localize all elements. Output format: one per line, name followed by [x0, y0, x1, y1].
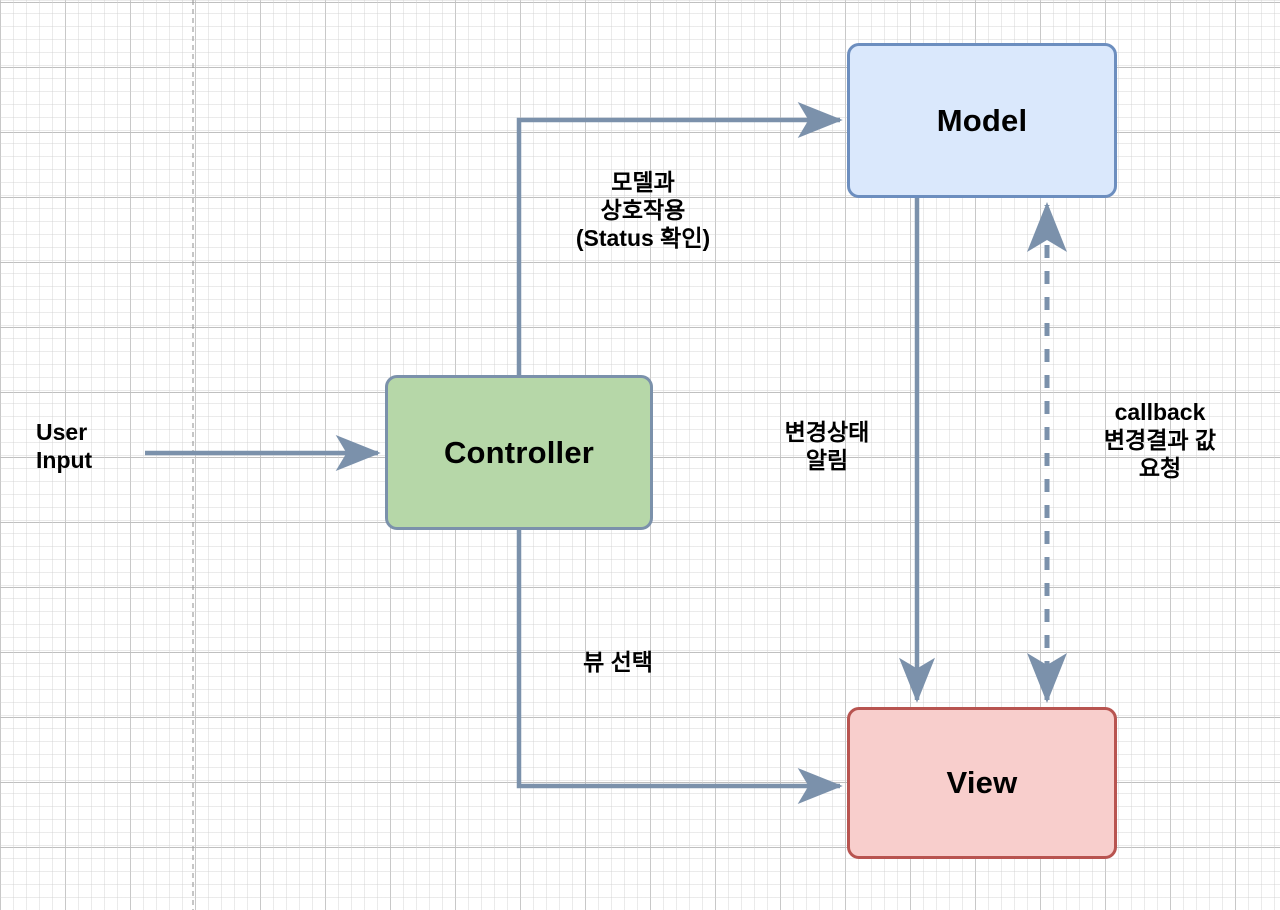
edge-controller-to-model [516, 102, 843, 375]
node-view-label: View [946, 765, 1018, 800]
node-controller-label: Controller [443, 434, 595, 470]
node-controller[interactable]: Controller [385, 375, 653, 530]
edge-label-user-input: User Input [36, 419, 93, 474]
edge-controller-to-view [516, 530, 843, 804]
node-model-label: Model [936, 102, 1028, 138]
node-view[interactable]: View [847, 707, 1117, 859]
node-model[interactable]: Model [847, 43, 1117, 198]
edge-label-model-to-view: 변경상태 알림 [784, 419, 870, 474]
edge-label-controller-to-view: 뷰 선택 [583, 649, 653, 675]
edge-label-view-model-callback: callback 변경결과 값 요청 [1103, 399, 1217, 482]
edge-label-controller-to-model: 모델과 상호작용 (Status 확인) [575, 169, 711, 252]
